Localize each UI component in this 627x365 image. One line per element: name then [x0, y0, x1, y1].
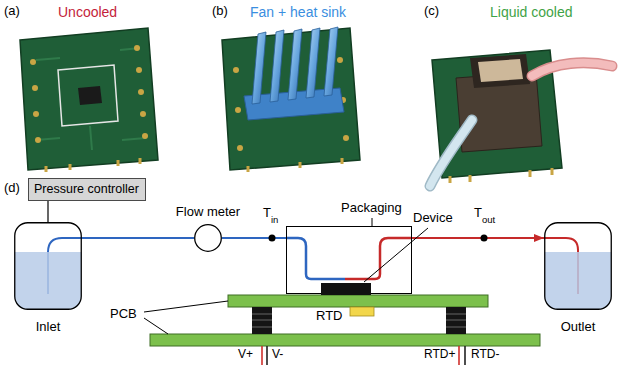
panel-letter: (c): [424, 4, 439, 19]
flow-meter-circle: [195, 225, 222, 252]
panel-title: Uncooled: [58, 4, 117, 20]
inflow-tube: [222, 237, 286, 239]
pressure-line: [47, 201, 48, 222]
liquid: [545, 252, 612, 309]
panel-letter: (b): [212, 4, 228, 19]
temperature-symbol: T: [263, 206, 271, 221]
solder-pad: [233, 67, 239, 73]
heat-sink-fins: [252, 27, 338, 104]
coolant-tube: [430, 120, 472, 186]
subscript: in: [271, 215, 278, 226]
controller-box: Pressure controller: [28, 178, 146, 201]
signal-name: RTD+: [424, 348, 455, 362]
pcb-photo: [222, 28, 360, 170]
heat-sink-fin: [306, 28, 320, 98]
flow-meter-symbol: [194, 224, 222, 252]
packaging-box: PackagingDevice: [286, 226, 412, 294]
solder-pad: [30, 59, 36, 65]
panel-title: Fan + heat sink: [250, 4, 346, 20]
signal-name: RTD-: [471, 348, 499, 362]
inlet-reservoir: Inlet: [14, 222, 82, 310]
solder-pads: [30, 45, 148, 143]
sensor-dot: [481, 235, 488, 242]
upper-pcb: [228, 295, 488, 307]
node-text: Device: [413, 211, 453, 226]
solder-pad: [142, 133, 148, 139]
solder-pad: [140, 111, 146, 117]
rtd-sensor: [350, 307, 374, 316]
inflow-channel: [286, 238, 345, 279]
outflow-channel: [345, 238, 412, 279]
node-text: Inlet: [36, 320, 61, 335]
inflow-tube: [82, 237, 194, 239]
node-text: Outlet: [561, 320, 596, 335]
cooling-plate: [478, 59, 523, 82]
red-wire: [262, 346, 459, 365]
solder-pad: [134, 45, 140, 51]
header-pins: [248, 158, 342, 172]
reservoir-shape: [14, 222, 82, 310]
heat-sink-fin: [324, 27, 338, 96]
temperature-symbol: T: [474, 206, 482, 221]
solder-pad: [138, 89, 144, 95]
outlet-reservoir: Outlet: [544, 222, 612, 310]
solder-pad: [136, 67, 142, 73]
solder-pad: [32, 85, 38, 91]
pcb-trace: [36, 48, 146, 150]
socket-outline: [58, 65, 118, 126]
board-connector: [252, 307, 466, 334]
device-chip: Device: [321, 283, 371, 295]
leader-line: [364, 228, 428, 282]
flow-meter: Flow meter: [194, 224, 222, 252]
solder-pad: [237, 145, 243, 151]
coolant-tube: [430, 120, 472, 186]
part-name: RTD: [316, 309, 342, 324]
signal-name: V+: [238, 348, 253, 362]
lower-pcb: [150, 334, 540, 346]
black-wire: [267, 346, 465, 365]
solder-pad: [35, 137, 41, 143]
node-text: Pressure controller: [34, 182, 139, 196]
liquid: [15, 252, 82, 309]
heat-sink-fin: [252, 32, 266, 104]
subscript: out: [482, 215, 495, 226]
reservoir-shape: [544, 222, 612, 310]
solder-pad: [235, 107, 241, 113]
pcb-photo: [20, 28, 158, 170]
coolant-tube: [532, 63, 612, 76]
coolant-tube: [532, 63, 612, 76]
solder-pad: [337, 57, 343, 63]
leader-line: [144, 318, 168, 334]
solder-pad: [343, 135, 349, 141]
cooling-lid: [470, 54, 530, 88]
node-text: Packaging: [341, 201, 402, 216]
chip: [78, 86, 102, 105]
signal-name: V-: [272, 348, 283, 362]
leader-line: [144, 301, 228, 312]
sensor-dot: [269, 235, 276, 242]
node-text: Flow meter: [176, 205, 240, 220]
panel-letter: (a): [4, 4, 20, 19]
part-name: PCB: [110, 307, 137, 322]
header-pins: [46, 158, 140, 172]
heat-sink-fin: [288, 29, 302, 100]
panel-title: Liquid cooled: [490, 4, 573, 20]
panel-letter: (d): [4, 181, 20, 196]
heat-sink-fin: [270, 30, 284, 102]
leader-line: [372, 218, 373, 226]
solder-pad: [33, 111, 39, 117]
header-pins: [450, 168, 552, 183]
reservoir-outline: [545, 223, 612, 310]
reservoir-outline: [15, 223, 82, 310]
outflow-tube: [412, 237, 544, 239]
